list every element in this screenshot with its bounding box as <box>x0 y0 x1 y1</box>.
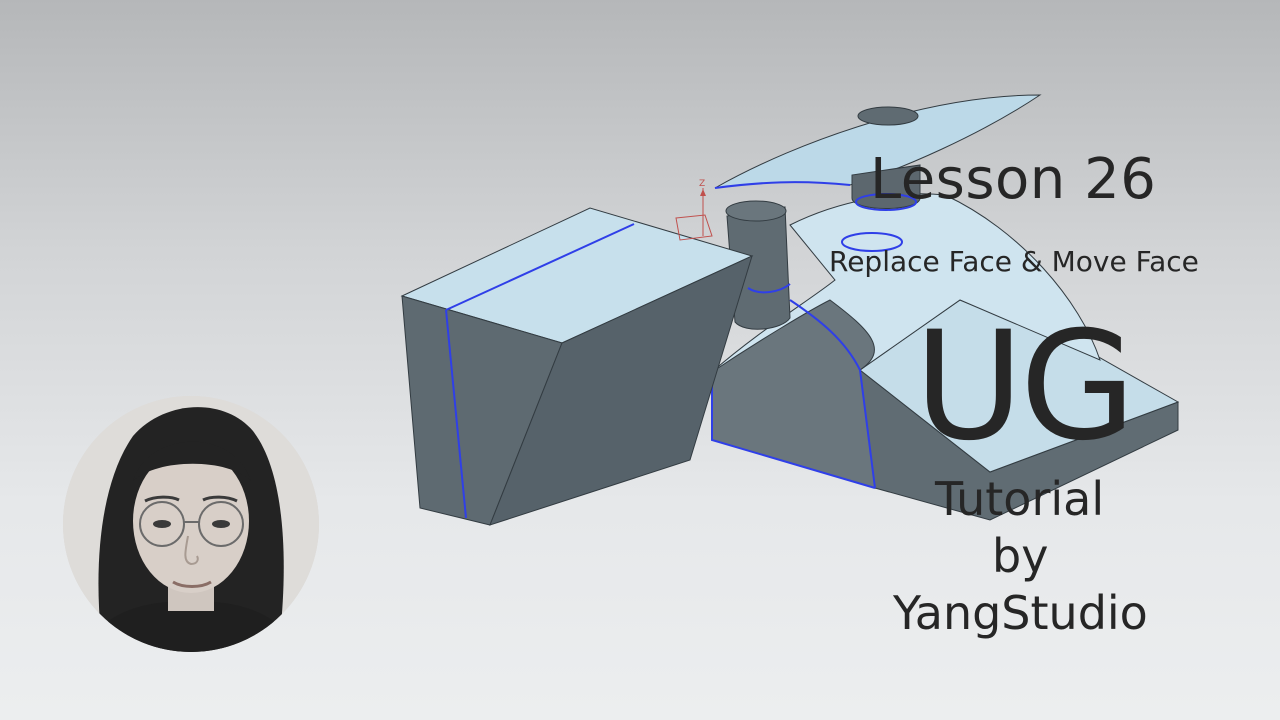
left-block[interactable] <box>400 207 754 526</box>
sheet-hole <box>857 106 919 126</box>
arch-front-face <box>711 299 876 489</box>
arch-hole <box>841 232 903 252</box>
tutorial-label: Tutorial <box>935 472 1105 526</box>
presenter-avatar-icon <box>63 396 319 652</box>
by-label: by <box>992 529 1049 583</box>
top-sheet-edge <box>714 181 851 189</box>
left-block-side <box>489 255 753 526</box>
axis-z-label: Z <box>699 179 705 189</box>
left-boss-ring <box>747 283 791 294</box>
right-boss <box>851 164 921 209</box>
right-part[interactable] <box>710 94 1180 521</box>
right-boss-top <box>855 193 917 211</box>
edge-highlight-3 <box>789 299 861 371</box>
left-boss <box>726 206 791 330</box>
lesson-title: Lesson 26 <box>870 147 1157 212</box>
lesson-subtitle: Replace Face & Move Face <box>829 245 1199 278</box>
left-block-edge-2 <box>445 309 467 519</box>
left-block-edge-1 <box>445 223 635 311</box>
edge-highlight-1 <box>711 372 876 489</box>
edge-highlight-2 <box>859 369 876 489</box>
brand-title: UG <box>914 300 1136 474</box>
studio-name: YangStudio <box>893 586 1148 640</box>
datum-csys[interactable]: Z <box>675 179 713 241</box>
left-boss-top <box>725 200 787 222</box>
